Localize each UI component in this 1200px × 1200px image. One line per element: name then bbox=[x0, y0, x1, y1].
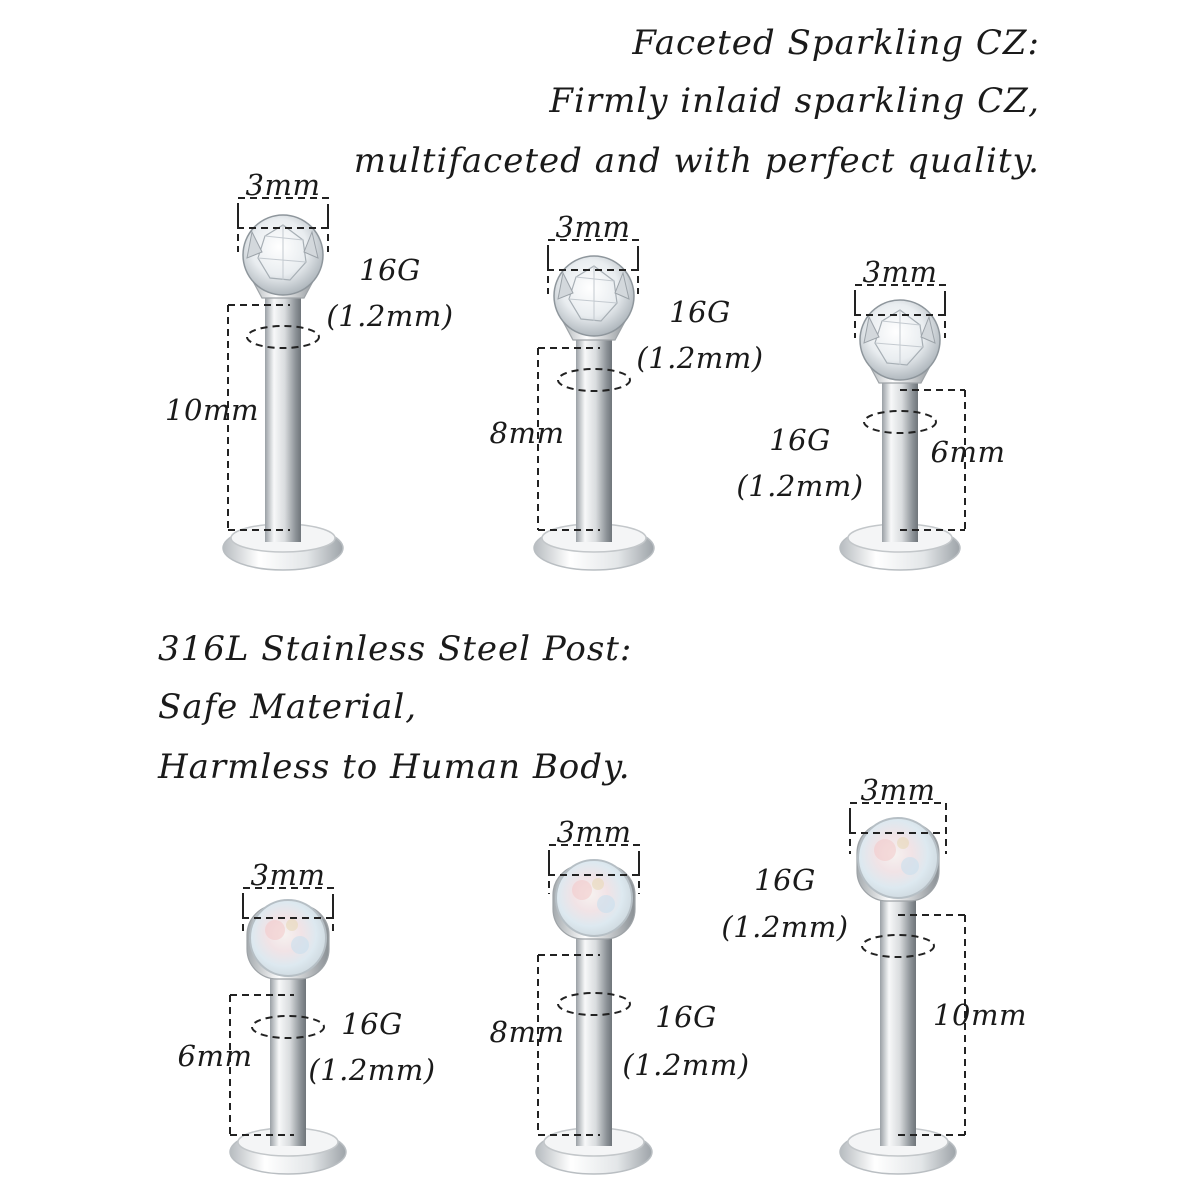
cz1-gauge: 16G bbox=[359, 253, 421, 287]
opal-labret-10mm: 3mm 10mm 16G (1.2mm) bbox=[721, 773, 1027, 1175]
opal1-gauge: 16G bbox=[341, 1007, 403, 1041]
steel-heading: 316L Stainless Steel Post: bbox=[158, 629, 632, 669]
cz-labret-6mm: 3mm 6mm 16G (1.2mm) bbox=[736, 255, 1006, 571]
opal1-length: 6mm bbox=[178, 1039, 253, 1073]
cz-line-1: Firmly inlaid sparkling CZ, bbox=[548, 81, 1040, 121]
opal2-length: 8mm bbox=[490, 1015, 565, 1049]
opal2-gauge-mm: (1.2mm) bbox=[622, 1048, 749, 1082]
cz3-gauge: 16G bbox=[769, 423, 831, 457]
opal2-gauge: 16G bbox=[655, 1000, 717, 1034]
cz2-length: 8mm bbox=[490, 416, 565, 450]
opal3-gauge-mm: (1.2mm) bbox=[721, 910, 848, 944]
opal1-gauge-mm: (1.2mm) bbox=[308, 1053, 435, 1087]
cz3-top-size: 3mm bbox=[863, 255, 938, 289]
cz-line-2: multifaceted and with perfect quality. bbox=[354, 141, 1040, 181]
cz-labret-8mm: 3mm 8mm 16G (1.2mm) bbox=[490, 210, 763, 571]
cz-heading: Faceted Sparkling CZ: bbox=[631, 23, 1040, 63]
cz2-gauge: 16G bbox=[669, 295, 731, 329]
steel-line-2: Harmless to Human Body. bbox=[157, 747, 631, 787]
steel-line-1: Safe Material, bbox=[158, 687, 417, 727]
cz3-length: 6mm bbox=[931, 435, 1006, 469]
opal1-top-size: 3mm bbox=[251, 858, 326, 892]
opal3-gauge: 16G bbox=[754, 863, 816, 897]
cz2-top-size: 3mm bbox=[556, 210, 631, 244]
opal3-top-size: 3mm bbox=[861, 773, 936, 807]
opal-labret-8mm: 3mm 8mm 16G (1.2mm) bbox=[490, 815, 749, 1175]
cz3-gauge-mm: (1.2mm) bbox=[736, 469, 863, 503]
cz2-gauge-mm: (1.2mm) bbox=[636, 341, 763, 375]
cz1-top-size: 3mm bbox=[246, 168, 321, 202]
cz-labret-10mm: 3mm 10mm 16G (1.2mm) bbox=[165, 168, 453, 571]
opal2-top-size: 3mm bbox=[557, 815, 632, 849]
opal-labret-6mm: 3mm 6mm 16G (1.2mm) bbox=[178, 858, 435, 1175]
cz1-length: 10mm bbox=[165, 393, 259, 427]
cz1-gauge-mm: (1.2mm) bbox=[326, 299, 453, 333]
opal3-length: 10mm bbox=[933, 998, 1027, 1032]
